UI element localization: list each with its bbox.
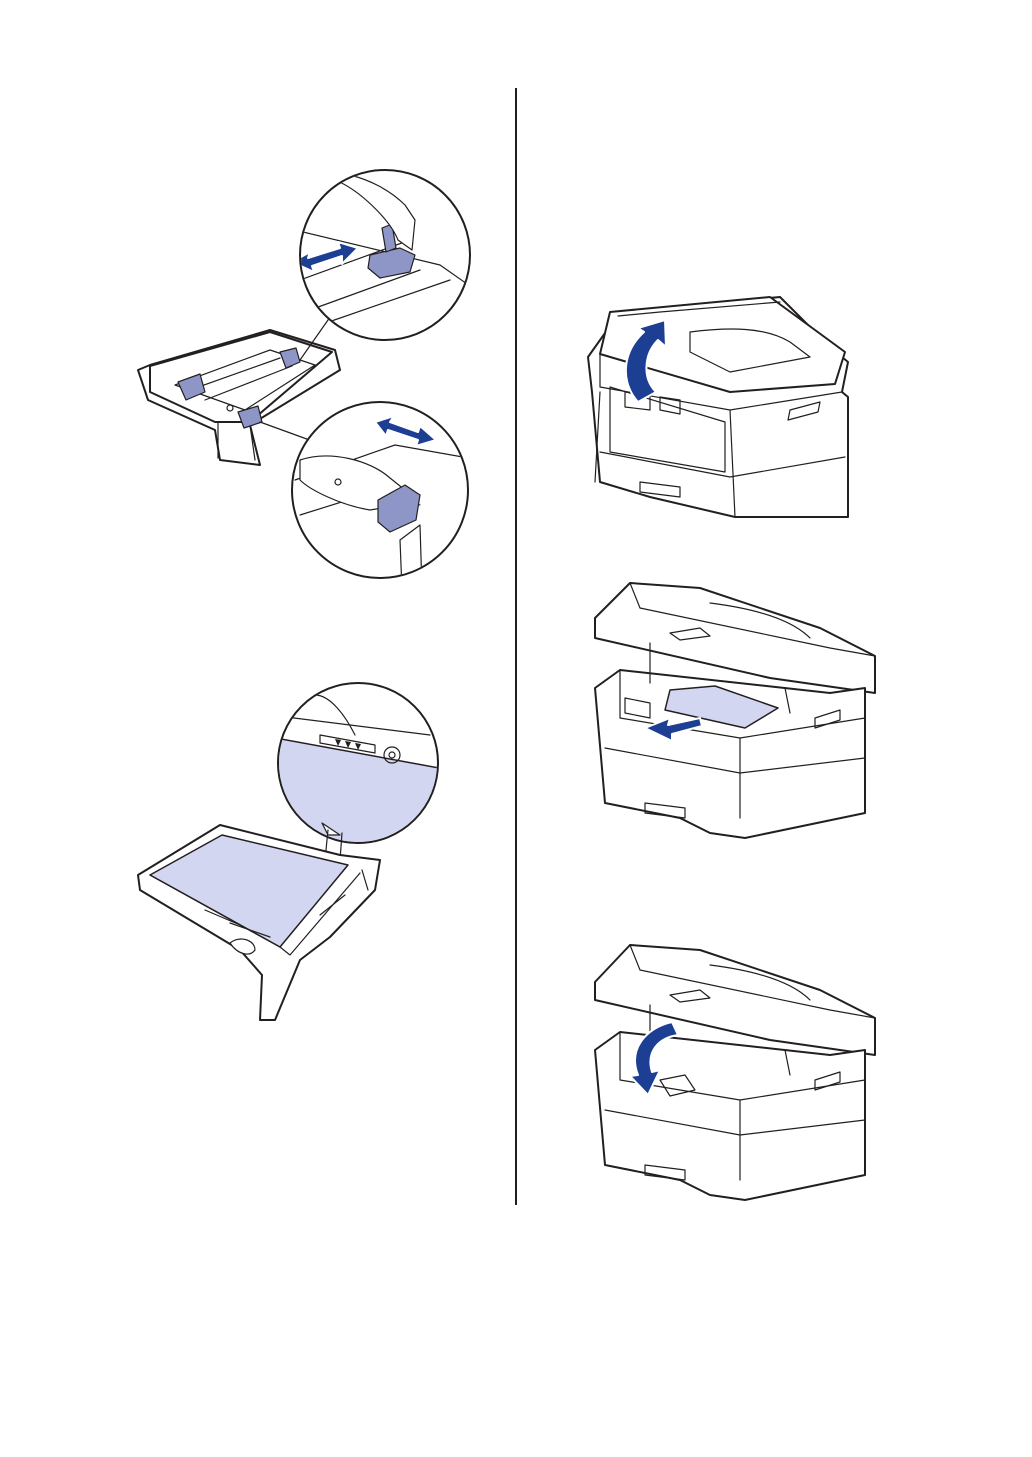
printer-body <box>588 297 848 517</box>
paper-tray-guides-illustration <box>120 160 490 590</box>
tray-with-paper <box>138 825 380 1020</box>
printer-close-scanner-illustration <box>590 940 880 1205</box>
printer-open-body <box>595 583 875 838</box>
printer-open-scanner-illustration <box>580 292 855 522</box>
printer-pull-paper-illustration <box>590 578 880 848</box>
magnifier-bottom <box>292 402 480 590</box>
paper-tray-loaded-illustration <box>130 675 450 1030</box>
magnifier-top <box>292 170 490 340</box>
column-divider <box>515 88 517 1205</box>
